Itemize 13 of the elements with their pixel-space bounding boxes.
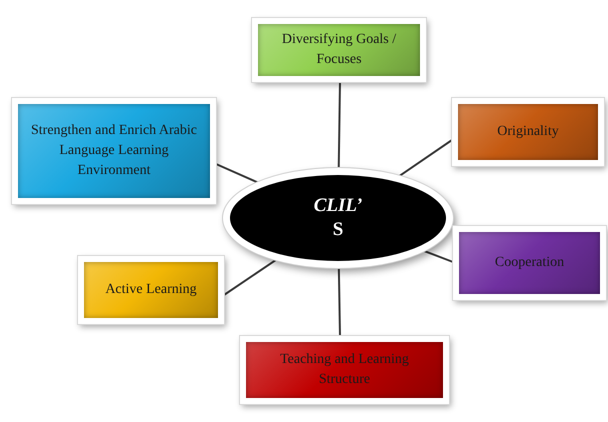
connector-line <box>338 268 341 336</box>
connector-line <box>216 163 258 184</box>
center-title: CLIL’ <box>314 194 362 218</box>
box-label: Diversifying Goals / Focuses <box>280 31 398 69</box>
box-label: Teaching and Learning Structure <box>279 351 410 389</box>
center-ellipse <box>223 168 453 268</box>
box-label: Cooperation <box>494 254 566 272</box>
connector-line <box>338 82 341 168</box>
box-label: Originality <box>496 123 560 141</box>
box-label: Active Learning <box>104 281 198 299</box>
box-label: Strengthen and Enrich Arabic Language Learning Environment <box>30 122 198 180</box>
center-title: S <box>332 218 344 242</box>
connector-line <box>424 250 454 263</box>
